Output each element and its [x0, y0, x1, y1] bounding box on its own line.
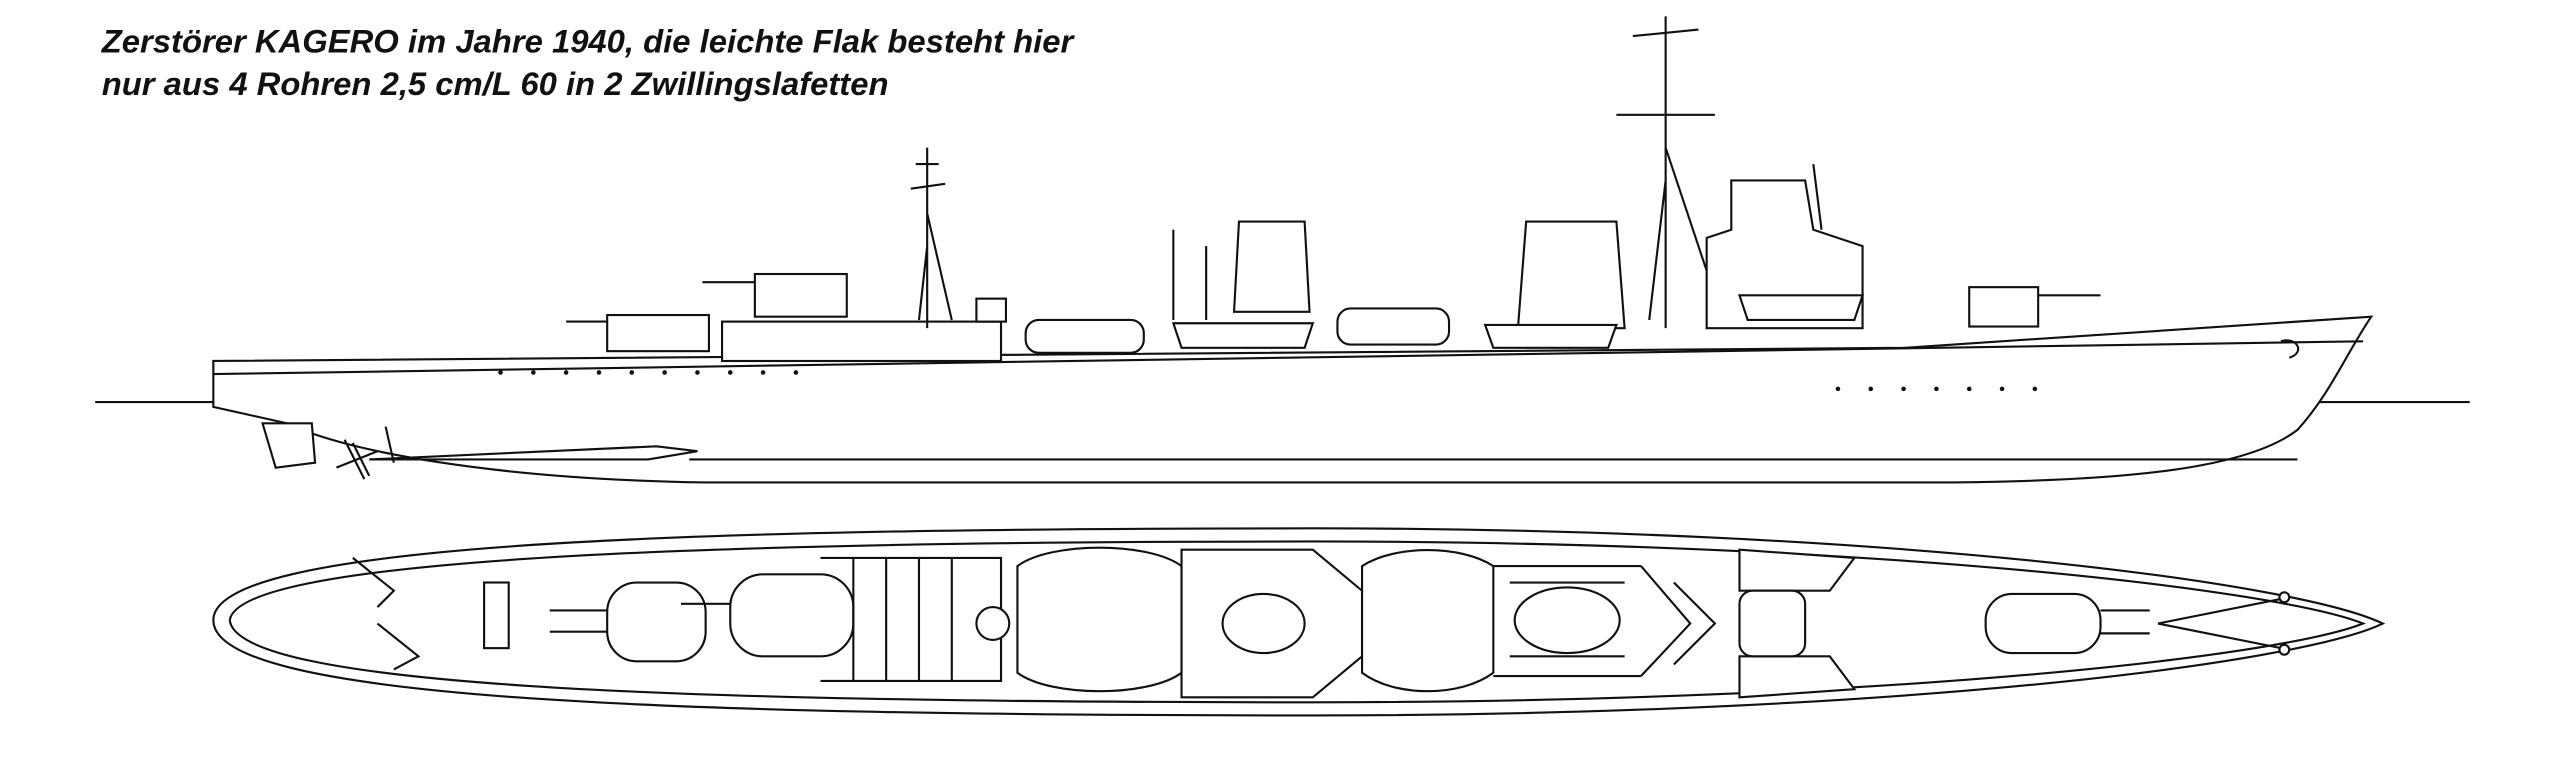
torpedo-mount-aft — [975, 606, 1011, 642]
aft-deckhouse — [720, 320, 1003, 363]
anchor — [2280, 339, 2300, 359]
turret-aft-lower-plan — [606, 581, 707, 663]
propeller-shaft — [369, 426, 698, 463]
deck-edge — [228, 540, 2366, 704]
torpedo-launcher-aft — [1024, 318, 1145, 354]
turret-aft-upper — [753, 272, 848, 318]
rudder — [261, 422, 317, 469]
torpedo-launcher-mid — [1336, 307, 1451, 346]
turret-forward — [1968, 286, 2040, 328]
bridge-boat — [1738, 294, 1865, 322]
fore-mast-legs — [1640, 565, 1717, 677]
portholes — [498, 370, 2038, 392]
sheer-line — [213, 340, 2364, 376]
boat-port — [1738, 655, 1857, 699]
side-profile — [95, 16, 2470, 484]
deck-fitting — [483, 581, 510, 650]
boat-forward — [1483, 323, 1618, 349]
bridge-plan — [1738, 589, 1807, 658]
bridge-structure-aft — [1513, 586, 1621, 655]
boat-rails — [1493, 565, 1642, 678]
torpedo-mount-mid — [1221, 592, 1306, 655]
plan-view — [212, 527, 2386, 717]
funnel-aft-plan — [1016, 546, 1183, 693]
caption-line-2: nur aus 4 Rohren 2,5 cm/L 60 in 2 Zwilli… — [102, 65, 889, 102]
main-mast — [910, 147, 953, 329]
boat-aft — [1171, 322, 1315, 349]
davit — [1172, 229, 1208, 320]
hawse-pipe — [2278, 591, 2291, 604]
depth-charge-gear — [352, 557, 421, 671]
anchor-chains — [2157, 597, 2282, 650]
propeller — [336, 439, 378, 480]
turret-aft-upper-plan — [729, 573, 855, 658]
fore-mast — [1616, 16, 1725, 329]
funnel-aft — [1232, 220, 1311, 313]
bridge — [1705, 179, 1864, 330]
caption-line-1: Zerstörer KAGERO im Jahre 1940, die leic… — [101, 23, 1076, 60]
funnel-forward-plan — [1360, 549, 1495, 693]
boat-starboard — [1738, 548, 1857, 592]
hawse-pipe — [2278, 643, 2291, 656]
searchlight-platform — [975, 297, 1008, 323]
turret-aft-lower — [606, 313, 710, 353]
turret-forward-plan — [1984, 592, 2102, 655]
bridge-mast — [1812, 163, 1823, 230]
funnel-forward — [1516, 220, 1626, 330]
